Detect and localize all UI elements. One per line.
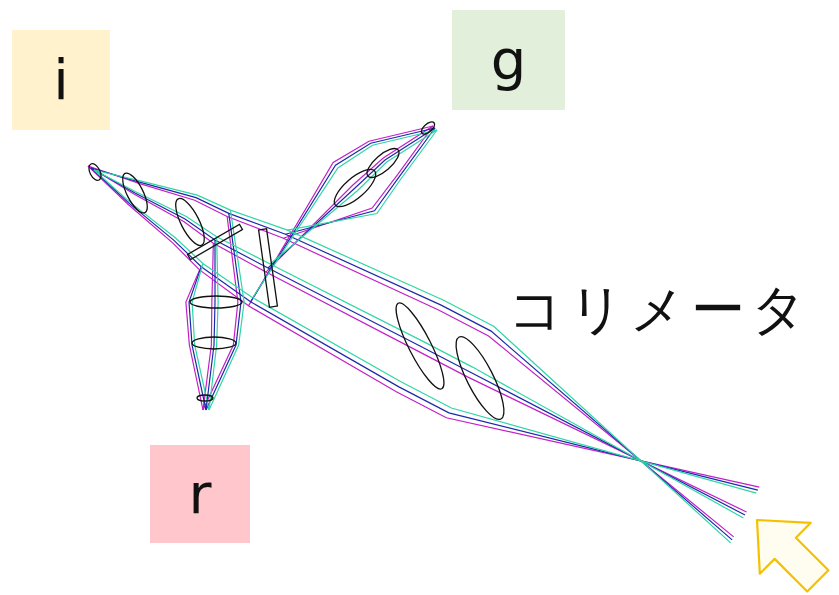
lens — [363, 144, 404, 182]
light-ray — [209, 237, 218, 410]
optics — [86, 120, 512, 425]
band-name: i — [53, 49, 69, 111]
light-ray — [285, 128, 435, 234]
band-name: r — [188, 463, 211, 525]
dichroic-mirror — [188, 224, 243, 259]
light-ray — [283, 126, 433, 238]
light-ray — [248, 126, 433, 306]
lens — [329, 163, 381, 212]
light-ray — [253, 130, 437, 298]
lens — [86, 162, 103, 183]
dichroic-mirror — [259, 229, 278, 307]
lens — [118, 170, 152, 216]
light-ray — [288, 130, 437, 230]
light-ray — [268, 128, 435, 268]
lens — [170, 195, 210, 250]
lens — [197, 395, 213, 401]
filter-label-box: i — [12, 30, 110, 130]
component-label: コリメータ — [508, 278, 812, 343]
input-arrow — [732, 495, 839, 595]
light-ray — [270, 130, 437, 264]
lens — [190, 296, 242, 308]
light-ray — [209, 210, 244, 410]
light-ray — [251, 128, 435, 302]
filter-label-box: g — [452, 10, 565, 110]
light-ray — [206, 240, 215, 410]
lens — [419, 120, 436, 137]
lens — [192, 337, 236, 349]
lens — [388, 298, 451, 394]
filter-label-box: r — [150, 445, 250, 543]
band-name: g — [491, 29, 527, 91]
light-ray — [94, 170, 731, 543]
lens — [448, 331, 513, 425]
